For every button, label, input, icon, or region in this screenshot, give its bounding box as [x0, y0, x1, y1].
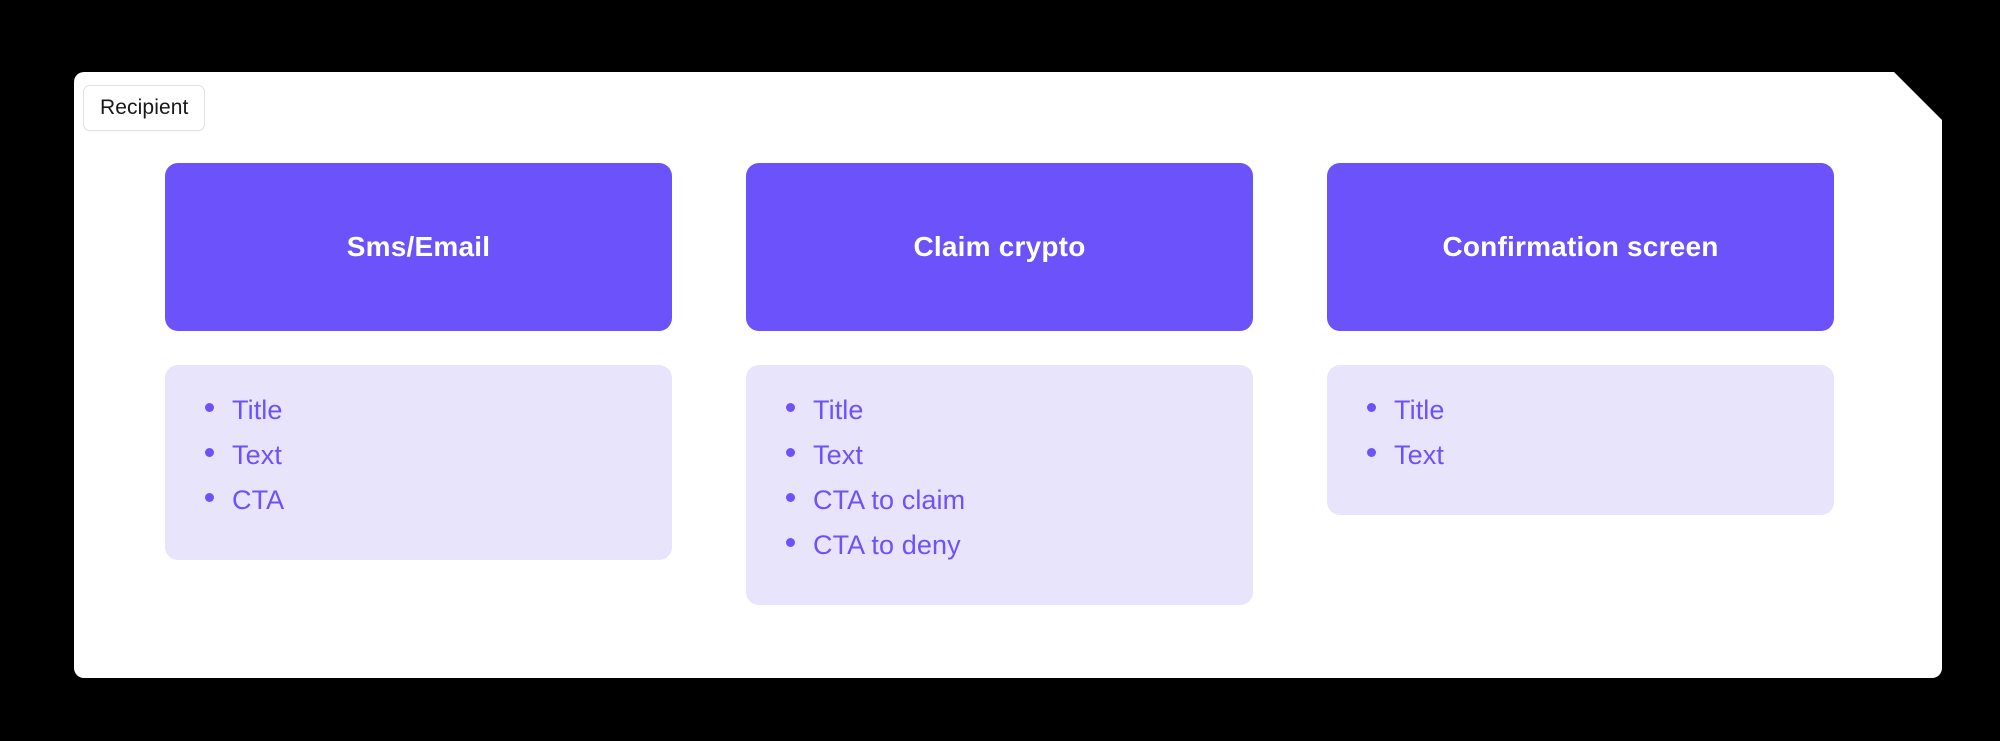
flow-column-confirmation-screen: Confirmation screen Title Text — [1327, 163, 1834, 515]
column-header-card[interactable]: Sms/Email — [165, 163, 672, 331]
bullet-list: Title Text CTA — [165, 395, 672, 530]
list-item-label: CTA — [232, 485, 285, 515]
bullet-dot-icon — [786, 538, 795, 547]
list-item: Text — [746, 440, 1253, 485]
list-item: CTA to claim — [746, 485, 1253, 530]
list-item-label: Text — [1394, 440, 1444, 470]
recipient-tag[interactable]: Recipient — [83, 85, 206, 131]
list-item: Title — [1327, 395, 1834, 440]
list-item: Title — [746, 395, 1253, 440]
bullet-dot-icon — [786, 403, 795, 412]
bullet-dot-icon — [205, 493, 214, 502]
bullet-dot-icon — [786, 448, 795, 457]
column-body-card: Title Text — [1327, 365, 1834, 515]
bullet-list: Title Text CTA to claim CTA to deny — [746, 395, 1253, 575]
flow-column-claim-crypto: Claim crypto Title Text CTA to claim — [746, 163, 1253, 605]
list-item-label: Title — [1394, 395, 1445, 425]
list-item: Text — [1327, 440, 1834, 485]
column-header-label: Claim crypto — [913, 231, 1086, 262]
column-header-card[interactable]: Confirmation screen — [1327, 163, 1834, 331]
bullet-dot-icon — [786, 493, 795, 502]
list-item: CTA — [165, 485, 672, 530]
list-item-label: Text — [813, 440, 863, 470]
list-item: Title — [165, 395, 672, 440]
list-item-label: Title — [813, 395, 864, 425]
bullet-dot-icon — [1367, 403, 1376, 412]
list-item: CTA to deny — [746, 530, 1253, 575]
flow-columns: Sms/Email Title Text CTA — [165, 163, 1840, 605]
column-header-label: Confirmation screen — [1442, 231, 1719, 262]
column-header-label: Sms/Email — [346, 231, 491, 262]
flow-column-sms-email: Sms/Email Title Text CTA — [165, 163, 672, 560]
list-item: Text — [165, 440, 672, 485]
list-item-label: CTA to claim — [813, 485, 966, 515]
bullet-dot-icon — [205, 448, 214, 457]
bullet-dot-icon — [1367, 448, 1376, 457]
bullet-dot-icon — [205, 403, 214, 412]
column-header-card[interactable]: Claim crypto — [746, 163, 1253, 331]
list-item-label: CTA to deny — [813, 530, 961, 560]
bullet-list: Title Text — [1327, 395, 1834, 485]
column-body-card: Title Text CTA — [165, 365, 672, 560]
list-item-label: Text — [232, 440, 282, 470]
recipient-tag-label: Recipient — [100, 96, 189, 119]
list-item-label: Title — [232, 395, 283, 425]
column-body-card: Title Text CTA to claim CTA to deny — [746, 365, 1253, 605]
